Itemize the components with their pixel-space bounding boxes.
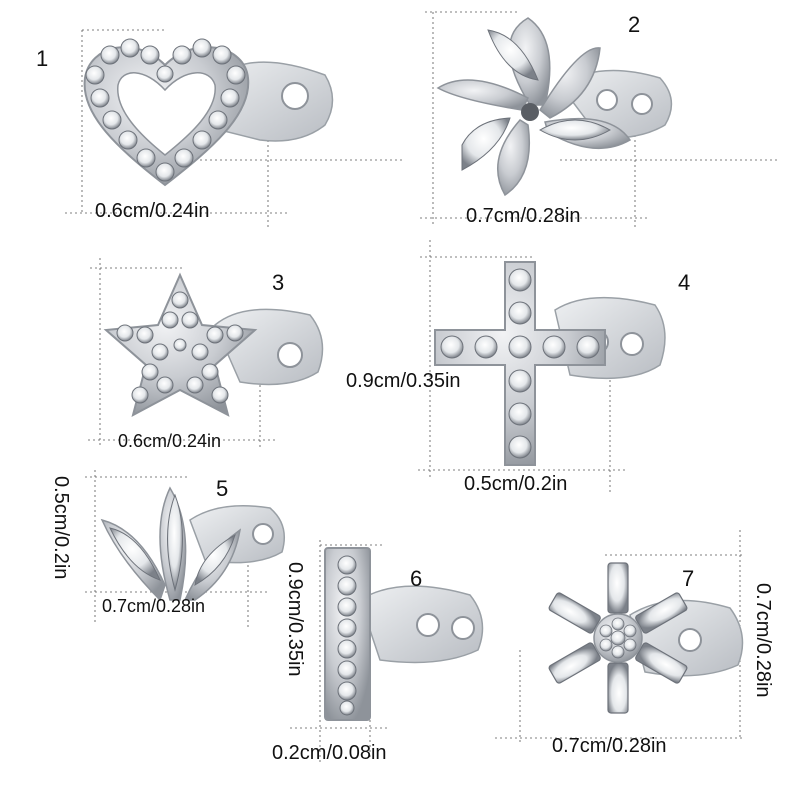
item-1-width-label: 0.6cm/0.24in	[95, 200, 210, 222]
crown-earring	[100, 486, 285, 602]
bar-earring	[324, 547, 484, 721]
item-5-height-label: 0.5cm/0.2in	[50, 476, 72, 580]
snowflake-earring	[548, 562, 744, 714]
flower-earring	[436, 17, 673, 197]
item-number-4: 4	[678, 270, 691, 295]
item-2-width-label: 0.7cm/0.28in	[466, 205, 581, 227]
item-6-height-label: 0.9cm/0.35in	[284, 562, 306, 677]
item-7-width-label: 0.7cm/0.28in	[552, 735, 667, 757]
star-earring	[103, 272, 324, 417]
item-7-height-label: 0.7cm/0.28in	[752, 583, 774, 698]
item-number-6: 6	[410, 566, 423, 591]
item-number-3: 3	[272, 270, 285, 295]
item-3-width-label: 0.6cm/0.24in	[118, 431, 222, 451]
item-number-5: 5	[216, 476, 229, 501]
item-number-1: 1	[36, 46, 49, 71]
heart-earring	[83, 38, 334, 187]
item-5-width-label: 0.7cm/0.28in	[102, 596, 206, 616]
item-4-width-label: 0.5cm/0.2in	[464, 473, 568, 495]
item-6-width-label: 0.2cm/0.08in	[272, 742, 387, 764]
item-4-height-label: 0.9cm/0.35in	[346, 370, 461, 392]
item-number-7: 7	[682, 566, 695, 591]
cross-earring	[434, 261, 666, 466]
item-number-2: 2	[628, 12, 641, 37]
